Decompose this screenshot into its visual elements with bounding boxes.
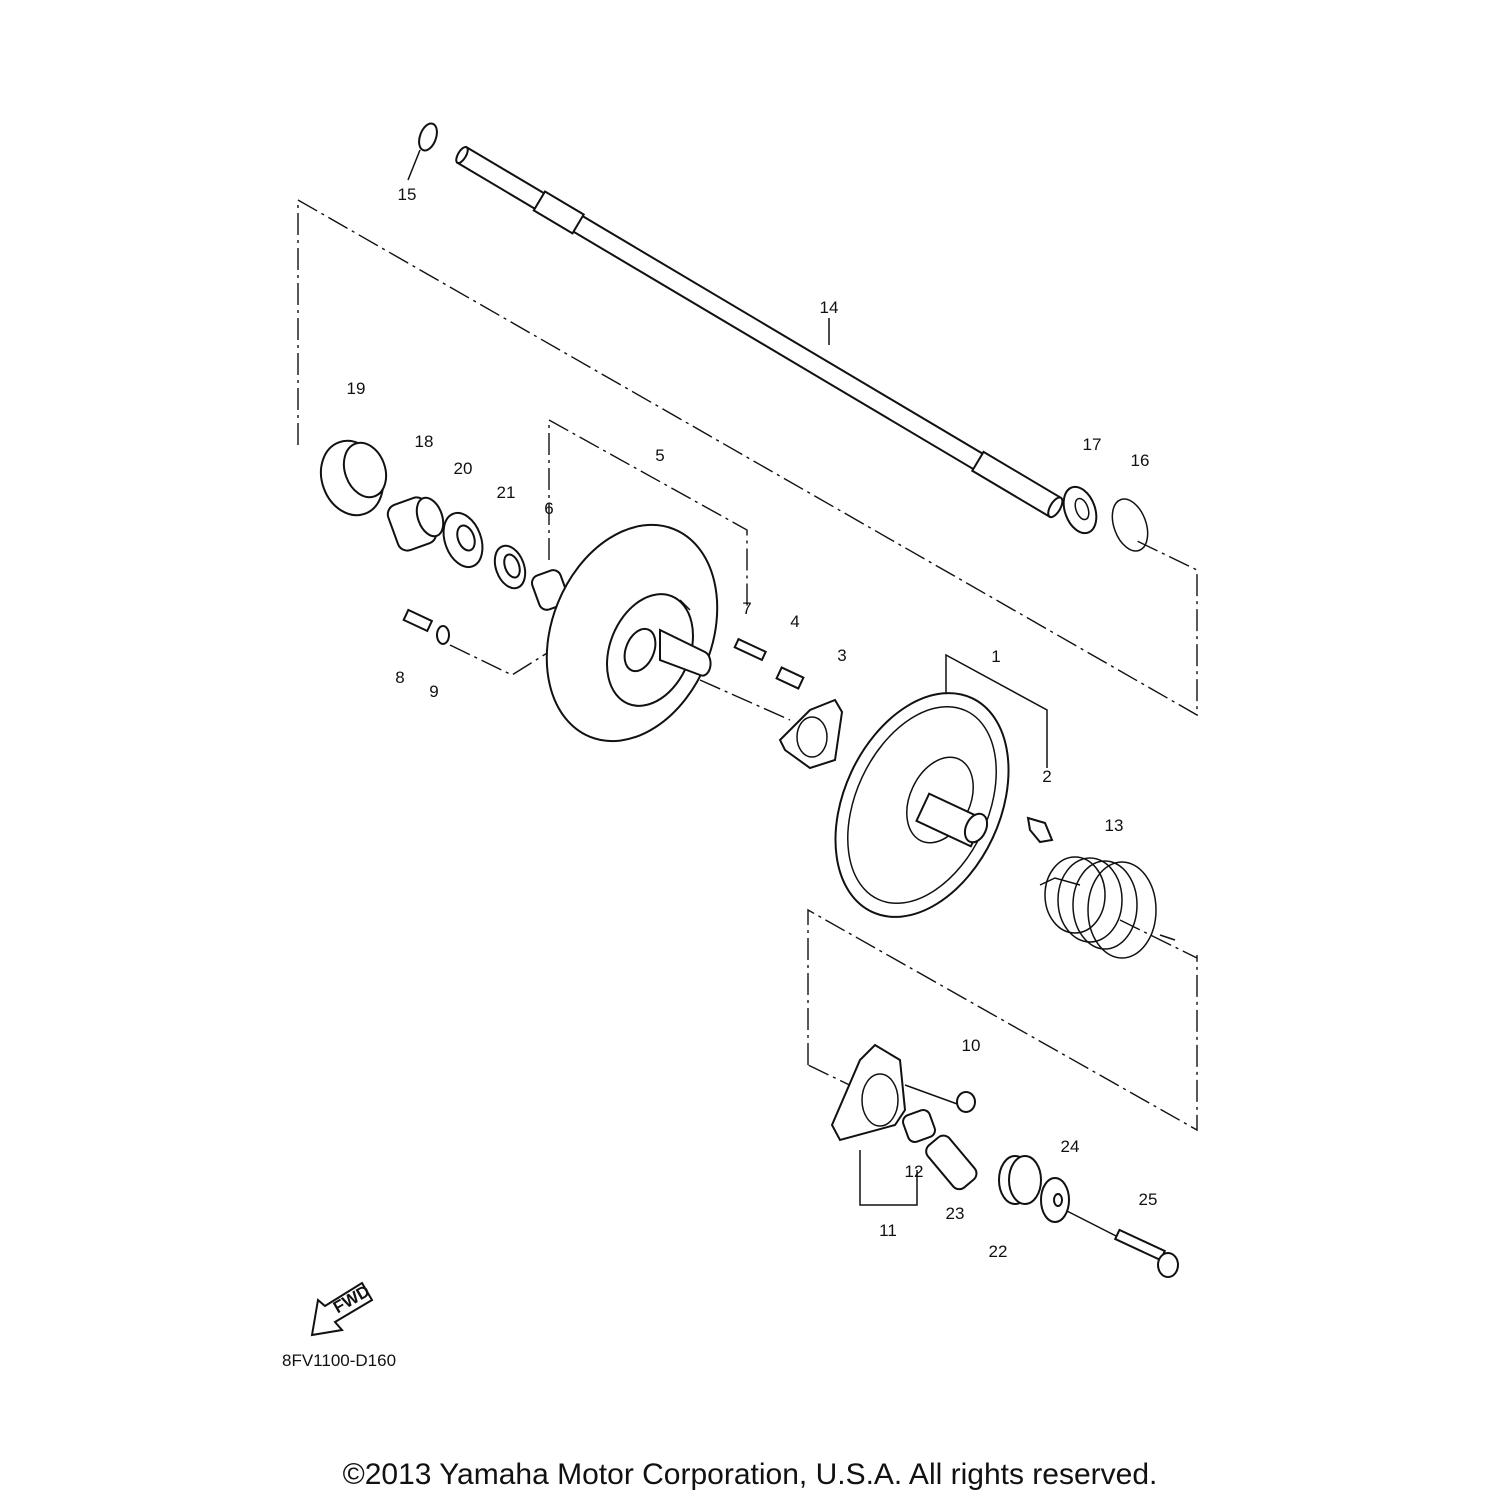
spacer-part-22 [998, 1155, 1042, 1205]
spring-part-13 [1039, 856, 1176, 959]
callout-20: 20 [454, 459, 473, 478]
washer-part-20 [442, 511, 484, 569]
bushing-part-12 [902, 1109, 936, 1143]
callout-5: 5 [655, 446, 664, 465]
callout-22: 22 [989, 1242, 1008, 1261]
copyright-notice: ©2013 Yamaha Motor Corporation, U.S.A. A… [342, 1458, 1158, 1491]
bolt-part-8 [402, 608, 434, 633]
bolt-part-25 [1113, 1228, 1179, 1278]
washer-part-9 [436, 625, 450, 645]
sheave-part-5 [545, 523, 719, 743]
callout-labels: 1 2 3 4 5 6 7 8 9 10 11 12 13 14 15 16 1… [347, 185, 1158, 1261]
callout-2: 2 [1042, 767, 1051, 786]
o-ring-part-15 [418, 122, 438, 152]
callout-6: 6 [544, 499, 553, 518]
callout-17: 17 [1083, 435, 1102, 454]
callout-4: 4 [790, 612, 799, 631]
washer-part-24 [1040, 1177, 1070, 1223]
callout-9: 9 [429, 682, 438, 701]
callout-12: 12 [905, 1162, 924, 1181]
callout-3: 3 [837, 646, 846, 665]
collar-part-10 [956, 1091, 976, 1113]
callout-23: 23 [946, 1204, 965, 1223]
callout-16: 16 [1131, 451, 1150, 470]
nut-part-19 [319, 439, 388, 517]
circlip-part-16 [1111, 498, 1149, 552]
collar-part-23 [925, 1134, 978, 1191]
callout-8: 8 [395, 668, 404, 687]
slider-part-2 [1026, 816, 1054, 844]
shaft-part-14 [455, 145, 1064, 519]
washer-part-17 [1062, 485, 1098, 535]
callout-1: 1 [991, 647, 1000, 666]
pin-part-7 [733, 637, 768, 662]
callout-19: 19 [347, 379, 366, 398]
assembly-guides [297, 149, 1198, 1239]
forward-direction-arrow: FWD [310, 1281, 374, 1337]
washer-part-21 [493, 544, 527, 590]
callout-25: 25 [1139, 1190, 1158, 1209]
collar-part-18 [386, 496, 445, 552]
callout-7: 7 [742, 599, 751, 618]
sheave-part-1 [834, 692, 1010, 918]
callout-13: 13 [1105, 816, 1124, 835]
callout-15: 15 [398, 185, 417, 204]
callout-14: 14 [820, 298, 839, 317]
callout-21: 21 [497, 483, 516, 502]
gasket-part-3 [778, 698, 844, 770]
housing-part-11 [830, 1043, 907, 1142]
callout-11: 11 [879, 1221, 897, 1240]
callout-24: 24 [1061, 1137, 1080, 1156]
diagram-code: 8FV1100-D160 [282, 1351, 396, 1370]
callout-18: 18 [415, 432, 434, 451]
callout-10: 10 [962, 1036, 981, 1055]
bolt-part-4 [775, 666, 805, 690]
